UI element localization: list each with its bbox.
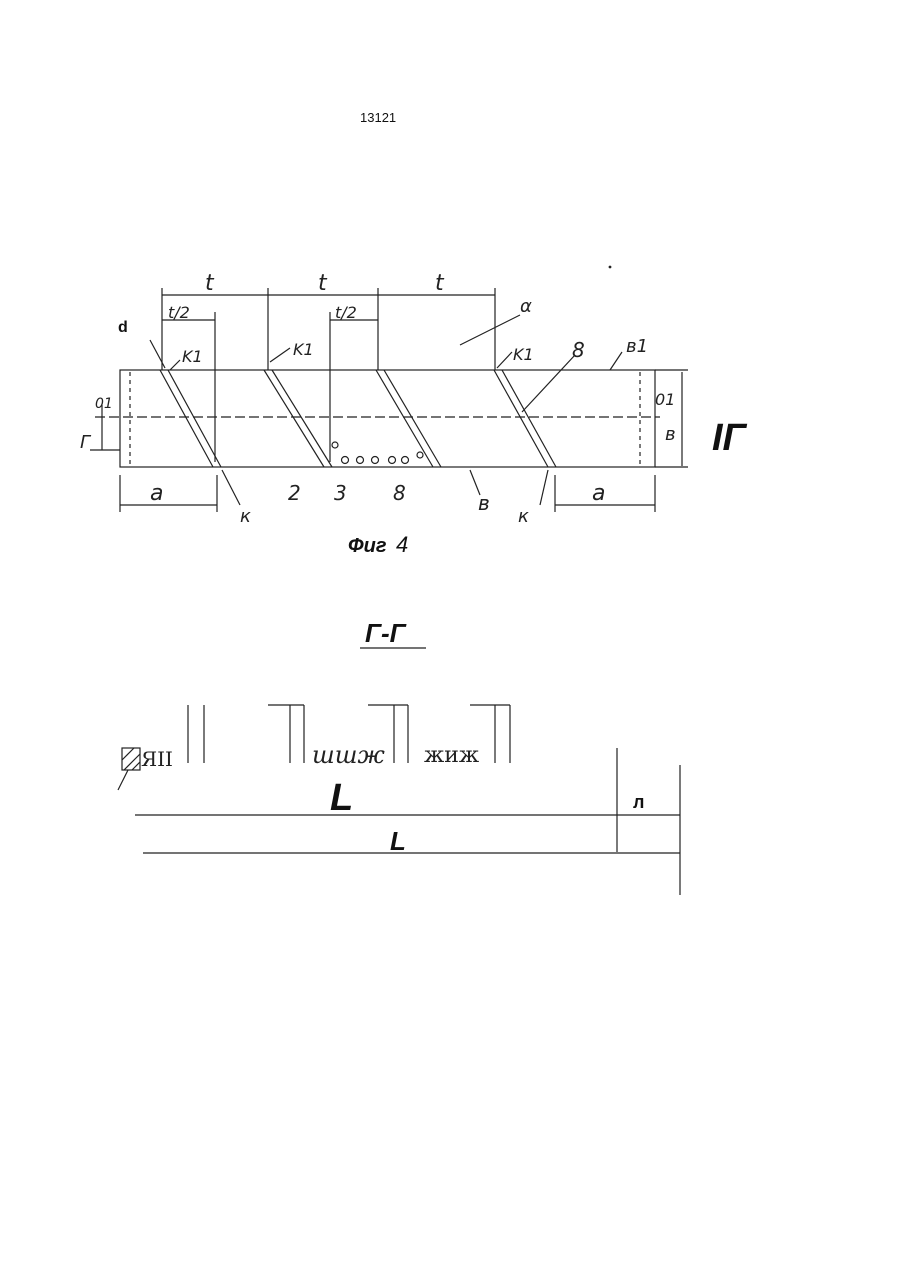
- section-l-small: л: [633, 792, 644, 812]
- figure-caption-number: 4: [396, 532, 408, 557]
- label-k1-3: K1: [513, 345, 534, 364]
- section-L-lower: L: [390, 826, 406, 856]
- section-title: Г-Г: [365, 618, 407, 648]
- label-k1-2: K1: [293, 340, 314, 359]
- label-b1: в1: [626, 336, 648, 357]
- label-t-1: t: [205, 271, 215, 296]
- label-k1-1: K1: [182, 347, 203, 366]
- section-fragment-1: ЯII: [141, 747, 173, 771]
- label-3: 3: [334, 481, 347, 505]
- label-alpha: α: [520, 296, 532, 317]
- figure-caption: Фиг: [348, 535, 387, 557]
- label-t-half-2: t/2: [335, 303, 357, 322]
- hole-circles: [332, 442, 423, 464]
- label-b-right: в: [665, 424, 676, 445]
- label-k-left: к: [240, 506, 251, 527]
- label-t-half-1: t/2: [168, 303, 190, 322]
- label-a-left: a: [150, 481, 163, 506]
- label-2: 2: [288, 481, 301, 505]
- label-8-top: 8: [572, 338, 585, 362]
- label-o1-left: 01: [95, 396, 113, 412]
- label-t-2: t: [318, 271, 328, 296]
- diagonal-slots: [160, 370, 556, 467]
- label-o1-right: 01: [655, 390, 675, 409]
- section-fragment-2: шшж: [312, 741, 385, 769]
- strip-outline: [120, 370, 655, 467]
- label-d: d: [118, 319, 128, 336]
- label-t-3: t: [435, 271, 445, 296]
- section-fragment-3: жиж: [424, 743, 479, 768]
- label-b-bottom: в: [478, 491, 490, 515]
- label-k-right: к: [518, 506, 529, 527]
- label-a-right: a: [592, 481, 605, 506]
- section-L-upper: L: [330, 777, 353, 819]
- label-8-bottom: 8: [393, 481, 406, 505]
- figure-side-label: IГ: [712, 417, 748, 459]
